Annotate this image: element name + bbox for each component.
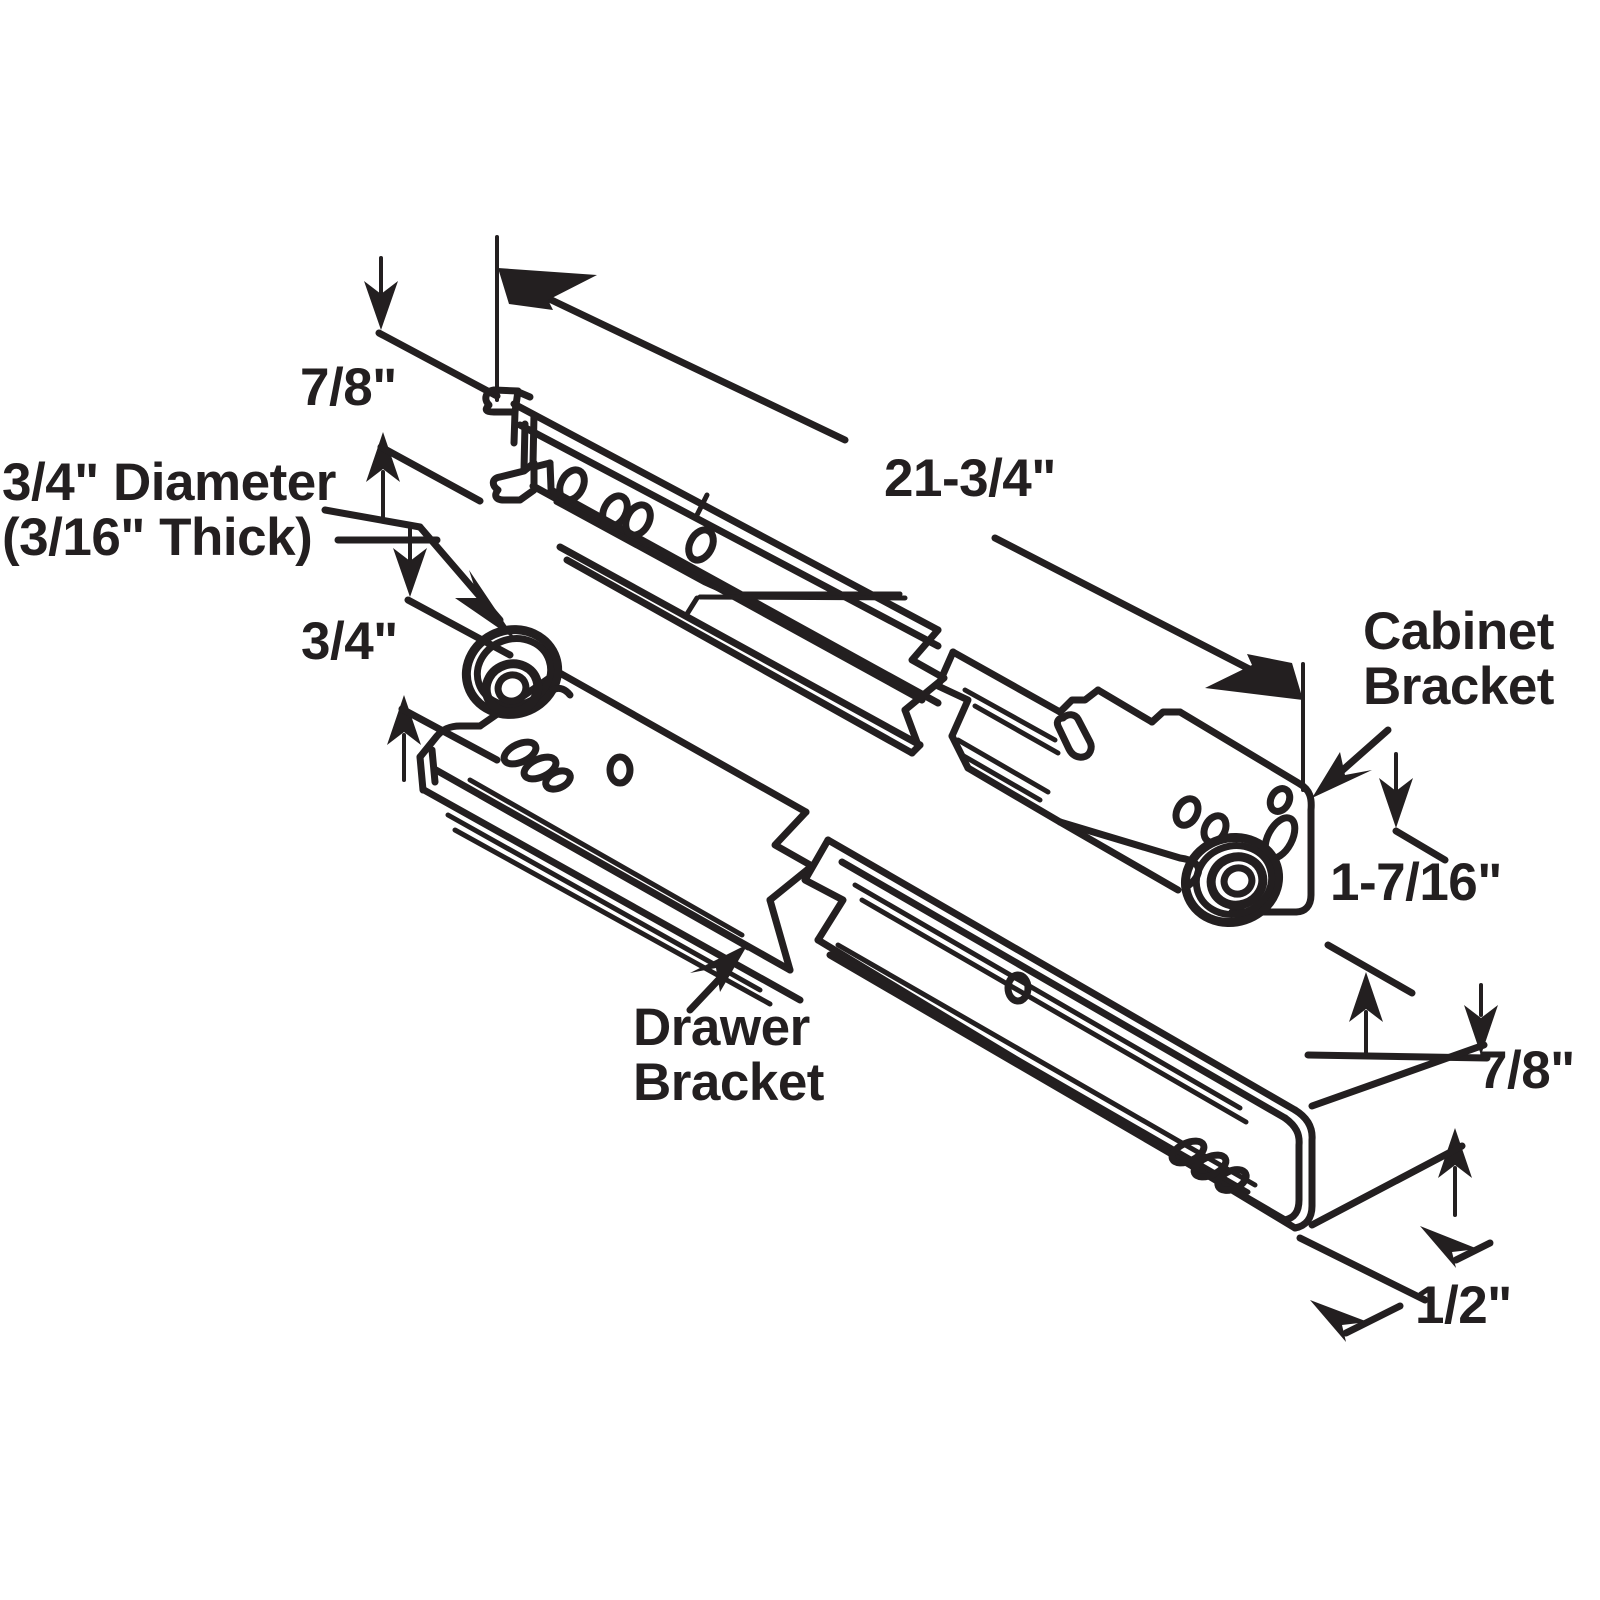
- leader-cabinet-bracket: [1312, 726, 1392, 798]
- dimension-bracket-height: [1324, 752, 1449, 1055]
- dimension-overall-length: [495, 235, 1305, 792]
- dimension-label-roller-diameter: 3/4" Diameter (3/16" Thick): [2, 453, 336, 568]
- roller-wheel-cabinet: [1180, 832, 1284, 928]
- dimension-offset-group: [334, 432, 514, 782]
- dimension-label-overall-length: 21-3/4": [884, 449, 1056, 508]
- leader-drawer-bracket: [686, 944, 748, 1014]
- callout-label-drawer-bracket: Drawer Bracket: [633, 998, 824, 1113]
- dimension-channel-height: [1304, 983, 1498, 1229]
- callout-label-cabinet-bracket: Cabinet Bracket: [1363, 602, 1554, 717]
- dimension-label-channel-width: 1/2": [1415, 1276, 1512, 1335]
- cabinet-bracket-part: [482, 386, 1315, 928]
- drawer-bracket-part: [416, 625, 1316, 1232]
- dimension-height-top: [364, 256, 501, 400]
- dimension-label-offset-left: 3/4": [301, 612, 398, 671]
- dimension-label-channel-height: 7/8": [1478, 1041, 1575, 1100]
- dimension-channel-width: [1296, 1226, 1494, 1342]
- dimension-label-bracket-height: 1-7/16": [1330, 853, 1502, 912]
- dimension-label-height-top: 7/8": [300, 358, 397, 417]
- roller-wheel-drawer: [461, 625, 574, 719]
